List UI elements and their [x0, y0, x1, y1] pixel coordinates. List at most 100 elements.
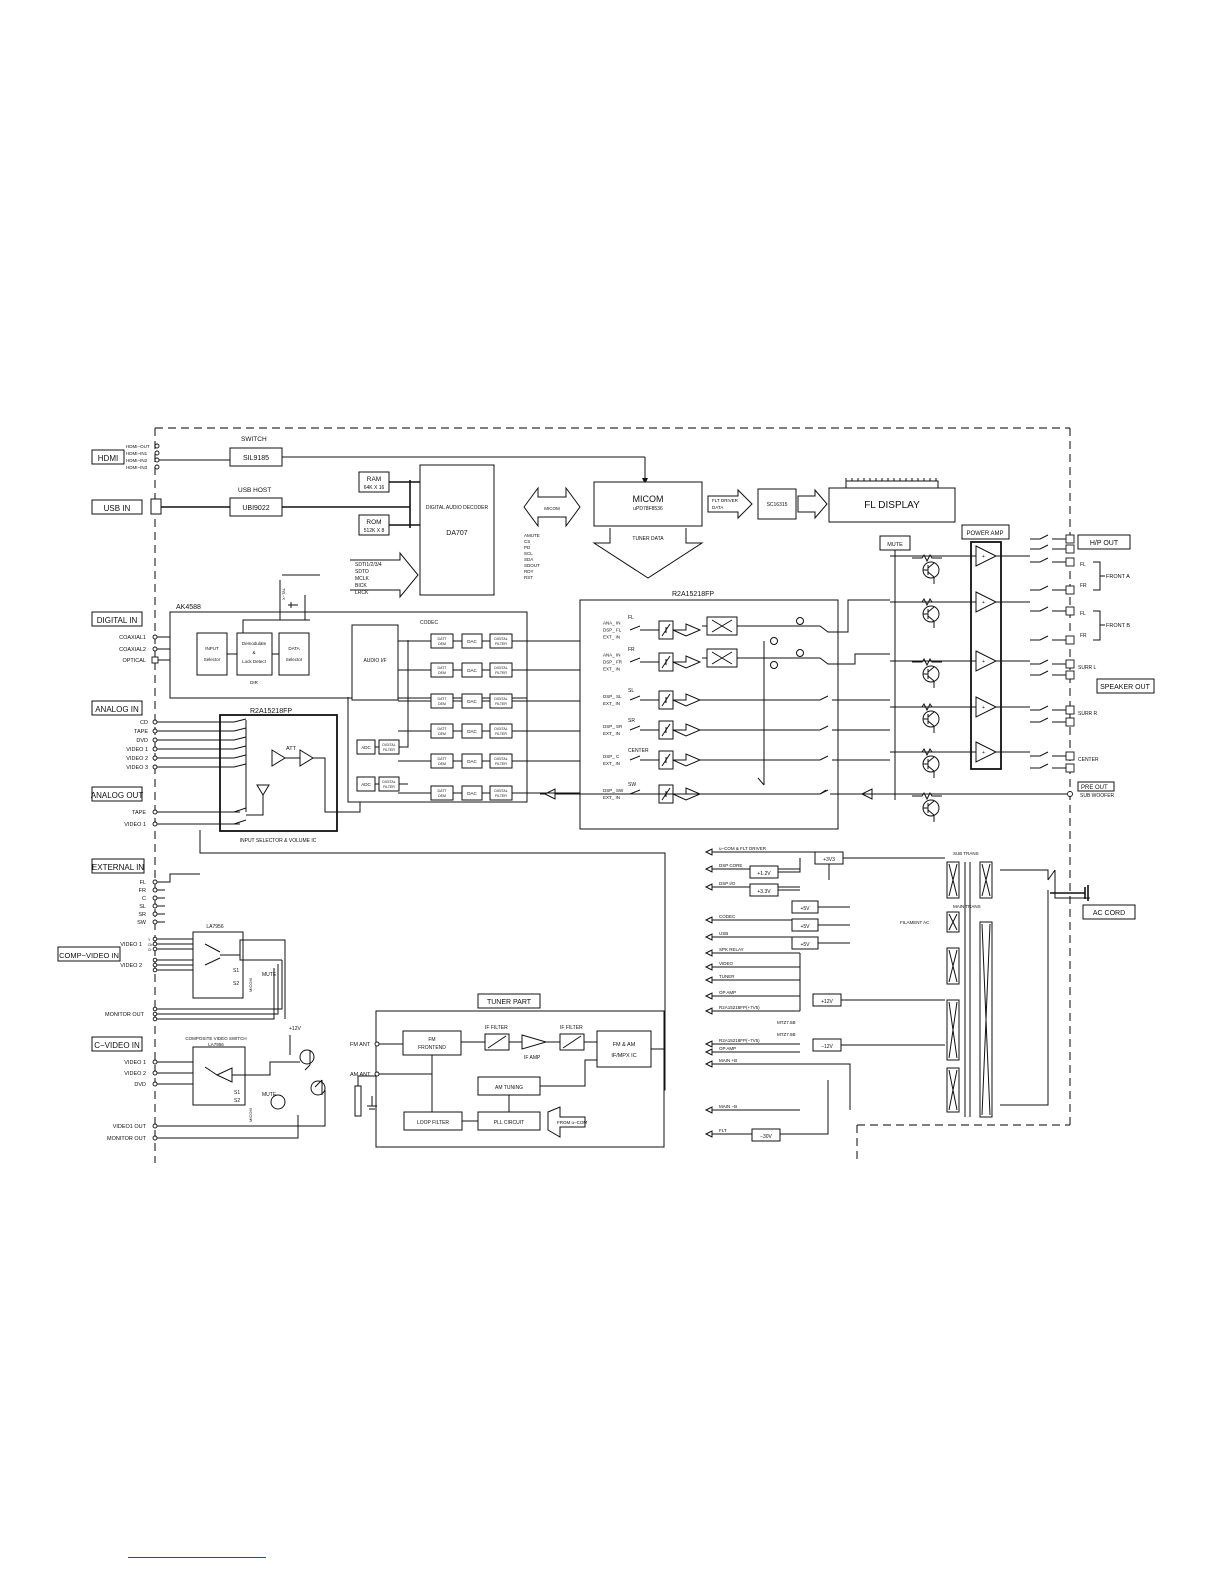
svg-text:UBI9022: UBI9022 — [242, 505, 269, 512]
power-rail-label: USB — [719, 931, 728, 936]
power-rail-arrow — [704, 1040, 800, 1048]
external-in-label: EXTERNAL IN — [91, 858, 145, 874]
comp-video-list: VIDEO 1 VIDEO 2 MONITOR OUT Y Cb Cr — [105, 936, 283, 1022]
power-rail-label: SPK RELAY — [719, 947, 744, 952]
channel-amp — [672, 655, 702, 669]
channel-switch — [629, 657, 660, 663]
svg-text:VIDEO 1: VIDEO 1 — [124, 1060, 146, 1066]
filter-label: FILTER — [495, 702, 507, 706]
svg-text:ADC: ADC — [361, 782, 371, 787]
channel-switch — [629, 695, 660, 701]
svg-text:MICOM: MICOM — [633, 494, 664, 504]
channel-input-label: DSP_ FR — [603, 660, 623, 665]
volume-glyph — [661, 753, 671, 767]
transformers — [946, 861, 1090, 1118]
svg-text:FM: FM — [428, 1037, 435, 1043]
svg-text:MCLK: MCLK — [355, 576, 370, 582]
power-rail-label: OP AMP — [719, 990, 736, 995]
svg-text:SDA: SDA — [524, 557, 533, 562]
svg-text:DIGITAL: DIGITAL — [382, 743, 395, 747]
svg-text:Y: Y — [148, 938, 151, 942]
svg-text:Demodulate: Demodulate — [242, 641, 267, 646]
svg-text:SL: SL — [139, 904, 146, 910]
svg-text:PLL CIRCUIT: PLL CIRCUIT — [494, 1120, 524, 1126]
svg-text:LRCK: LRCK — [355, 590, 369, 596]
svg-text:FROM u−COM: FROM u−COM — [557, 1120, 587, 1125]
channel-input-label: ANA_ IN — [603, 621, 621, 626]
channel-out-wire — [700, 725, 890, 731]
svg-text:POWER AMP: POWER AMP — [966, 531, 1003, 537]
pre-out: PRE OUT SUB WOOFER — [540, 781, 1115, 800]
power-rail-arrow — [704, 1007, 800, 1015]
channel-input-label: EXT_ IN — [603, 701, 620, 706]
comp-video-switch: LA7956 S1 S2 MICOM MUTE — [192, 924, 286, 1019]
svg-text:VIDEO 2: VIDEO 2 — [120, 963, 142, 969]
speaker-term-label: SURR R — [1078, 711, 1098, 717]
filter-label: FILTER — [495, 762, 507, 766]
svg-text:TUNER DATA: TUNER DATA — [632, 536, 664, 542]
filter-label: DIGITAL — [494, 666, 507, 670]
transistor-leads — [923, 562, 935, 584]
speaker-term-label: FR — [1080, 583, 1087, 589]
svg-text:MONITOR OUT: MONITOR OUT — [107, 1136, 147, 1142]
transistor-leads — [923, 606, 935, 628]
svg-text:INPUT: INPUT — [205, 646, 219, 651]
svg-text:FM & AM: FM & AM — [613, 1042, 636, 1048]
svg-text:LOOP FILTER: LOOP FILTER — [417, 1120, 449, 1126]
svg-text:MTZ7.5B: MTZ7.5B — [777, 1032, 796, 1037]
svg-text:SCL: SCL — [524, 551, 533, 556]
datt-label: DEM — [438, 671, 446, 675]
power-rail-arrow — [704, 1060, 800, 1068]
svg-text:RAM: RAM — [367, 476, 381, 483]
svg-text:+12V: +12V — [821, 999, 833, 1005]
svg-text:USB HOST: USB HOST — [238, 487, 271, 494]
dac-label: DAC — [467, 699, 477, 704]
speaker-terminal — [1065, 763, 1075, 773]
power-rail-label: R2A15218FP(−7V5) — [719, 1038, 760, 1043]
comp-video-in-label: COMP−VIDEO IN — [57, 946, 121, 962]
svg-text:SWITCH: SWITCH — [241, 436, 267, 443]
svg-text:C−VIDEO IN: C−VIDEO IN — [94, 1041, 140, 1050]
power-rail-label: CODEC — [719, 914, 736, 919]
svg-text:DIR: DIR — [250, 680, 259, 685]
svg-text:SUB TRANS: SUB TRANS — [953, 851, 979, 856]
dac-label: DAC — [467, 759, 477, 764]
svg-text:ANALOG OUT: ANALOG OUT — [91, 791, 144, 800]
svg-text:Cb: Cb — [148, 943, 153, 947]
svg-text:VIDEO 1: VIDEO 1 — [126, 747, 148, 753]
speaker-terminal — [1065, 534, 1075, 544]
power-rail-label: FLT — [719, 1128, 727, 1133]
amp-triangle — [975, 650, 998, 672]
svg-text:MUTE: MUTE — [262, 1092, 277, 1098]
datt-label: DATT — [438, 666, 448, 670]
analog-out-label: ANALOG OUT — [91, 786, 144, 802]
amp-triangle — [975, 741, 998, 763]
channel-name: CENTER — [628, 748, 649, 754]
relay-contact — [1030, 659, 1066, 665]
relay-contact — [1030, 670, 1066, 676]
svg-text:R2A15218FP: R2A15218FP — [672, 591, 714, 598]
svg-text:IF AMP: IF AMP — [524, 1055, 541, 1061]
digital-in-label: DIGITAL IN — [91, 611, 143, 627]
speaker-terminal — [1065, 705, 1075, 715]
svg-text:VIDEO 1: VIDEO 1 — [120, 942, 142, 948]
analog-in-label: ANALOG IN — [91, 700, 143, 716]
svg-text:−30V: −30V — [760, 1134, 772, 1140]
volume-glyph — [661, 623, 671, 637]
power-rail-arrow — [704, 933, 800, 941]
datt-label: DATT — [438, 637, 448, 641]
svg-text:EXTERNAL IN: EXTERNAL IN — [92, 863, 144, 872]
power-amp: POWER AMP — [961, 524, 1010, 770]
tuner-part: TUNER PART FM ANT AM ANT FM FRONTEND IF … — [350, 993, 665, 1148]
svg-text:H/P OUT: H/P OUT — [1090, 540, 1119, 547]
transistor-leads — [923, 800, 935, 822]
analog-out-list: TAPE VIDEO 1 — [124, 809, 240, 828]
svg-text:C: C — [142, 896, 146, 902]
power-rail-label: DSP I/O — [719, 881, 736, 886]
power-rail-arrow — [704, 1106, 800, 1114]
svg-text:Cr: Cr — [148, 948, 153, 952]
amp-sign: + — [982, 750, 985, 756]
svg-text:SW: SW — [137, 920, 147, 926]
svg-text:DVD: DVD — [134, 1082, 146, 1088]
